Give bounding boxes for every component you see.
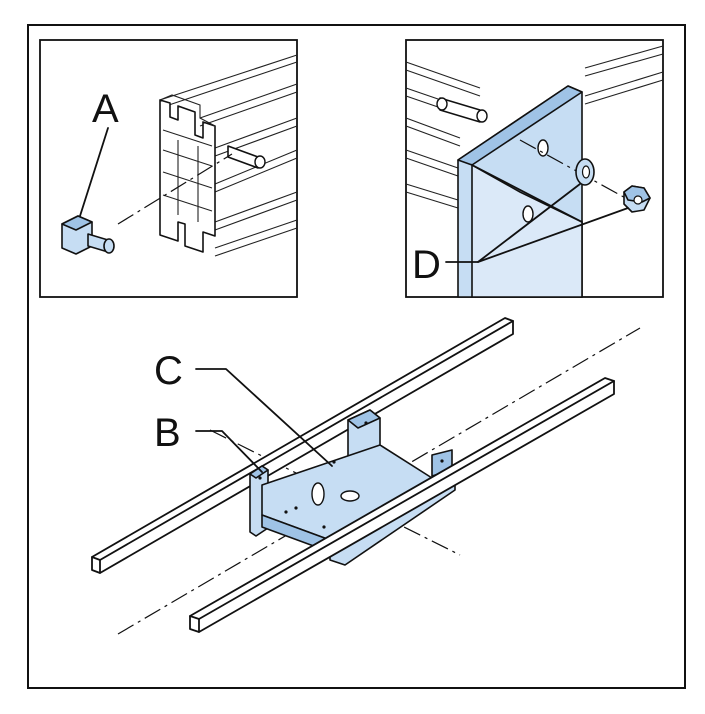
callout-label-c: C <box>154 349 183 393</box>
callout-label-d: D <box>412 243 441 287</box>
washer-and-nut-icon <box>575 158 651 213</box>
callout-label-a: A <box>92 87 119 131</box>
pin-icon <box>227 145 266 169</box>
rail-front <box>189 377 615 633</box>
rail-back <box>91 317 514 574</box>
bracket-plate-icon <box>457 85 583 298</box>
t-bolt-icon <box>61 215 115 255</box>
rail-hatching-d <box>405 45 664 209</box>
inset-panel-a: A <box>39 39 298 298</box>
main-assembly-view: C B <box>91 317 641 635</box>
aluminium-profile-icon <box>159 94 216 253</box>
inset-panel-d: D <box>405 39 664 298</box>
callout-label-b: B <box>154 411 181 455</box>
pin-icon-d <box>436 97 488 123</box>
